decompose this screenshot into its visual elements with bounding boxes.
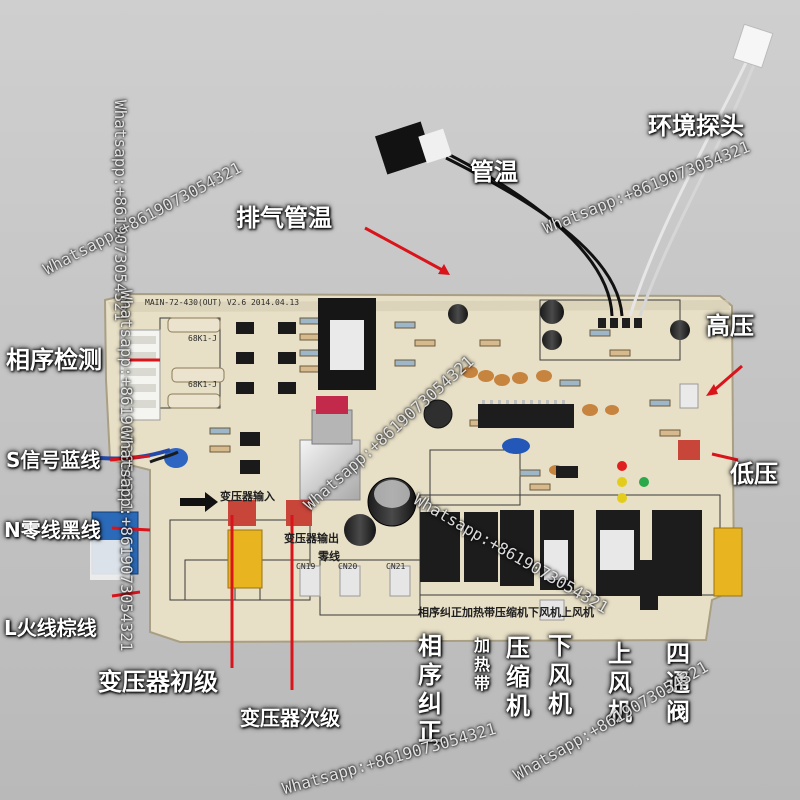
- label-s-signal: S信号蓝线: [6, 448, 101, 472]
- label-xfmr-primary: 变压器初级: [98, 668, 218, 696]
- label-ambient-probe: 环境探头: [648, 112, 744, 140]
- board-model-text: MAIN-72-430(OUT) V2.6 2014.04.13: [145, 298, 300, 307]
- watermark: Whatsapp:+8619073054321: [117, 430, 136, 652]
- cn21-silk: CN21: [386, 562, 406, 571]
- label-exhaust-temp: 排气管温: [236, 204, 332, 232]
- label-live: L火线棕线: [4, 616, 97, 640]
- label-high-pressure: 高压: [706, 312, 754, 340]
- high-pressure-connector: [679, 383, 699, 409]
- xfmr-out-silk: 变压器输出: [284, 532, 339, 545]
- ambient-probe-wire: [628, 49, 754, 317]
- label-neutral: N零线黑线: [4, 518, 101, 542]
- xfmr-out-connector: [286, 500, 312, 526]
- label-low-pressure: 低压: [730, 460, 778, 488]
- pipe-temp-connector: [374, 121, 452, 175]
- yellow-capacitor: [713, 527, 743, 597]
- cn19-silk: CN19: [296, 562, 316, 571]
- low-pressure-connector: [678, 440, 700, 460]
- label-pipe-temp: 管温: [470, 158, 518, 186]
- neutral-bus-silk: 零线: [318, 550, 340, 563]
- watermark: Whatsapp:+8619073054321: [111, 100, 130, 322]
- resistor-code-1: 68K1-J: [188, 334, 217, 343]
- cn20-silk: CN20: [338, 562, 358, 571]
- label-xfmr-secondary: 变压器次级: [240, 706, 340, 730]
- led-red: [617, 461, 627, 471]
- label-phase-detect: 相序检测: [6, 346, 102, 374]
- label-phase-correct: 相序纠正: [418, 632, 442, 747]
- label-four-way: 四通阀: [666, 640, 690, 726]
- relays: [420, 510, 702, 610]
- label-low-fan: 下风机: [548, 632, 572, 718]
- annotation-arrows: [109, 226, 743, 690]
- regulator-heatsink: [299, 439, 361, 501]
- label-heater: 加热带: [473, 636, 490, 694]
- relay-row-silk: 相序纠正加热带压缩机下风机上风机: [418, 606, 594, 619]
- mcu-chip: [478, 404, 574, 428]
- label-high-fan: 上风机: [608, 640, 632, 726]
- resistor-code-2: 68K1-J: [188, 380, 217, 389]
- led-yellow-1: [617, 477, 627, 487]
- label-compressor: 压缩机: [506, 634, 530, 720]
- led-yellow-2: [617, 493, 627, 503]
- led-green: [639, 477, 649, 487]
- xfmr-in-silk: 变压器输入: [220, 490, 275, 503]
- ambient-probe-connector: [732, 23, 774, 69]
